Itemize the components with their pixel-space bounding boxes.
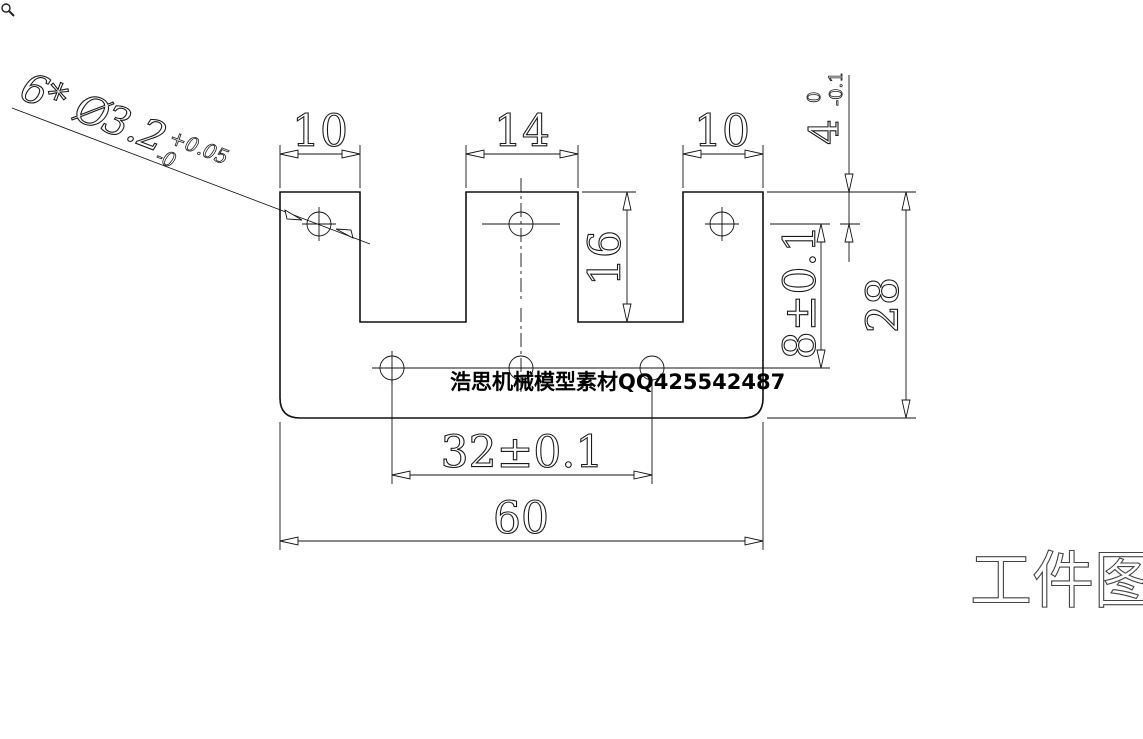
dim-hole-spacing: 32±0.1 — [391, 380, 653, 484]
dim-overall-width: 60 — [279, 422, 764, 550]
hole-top-left — [302, 207, 336, 241]
watermark-text: 浩思机械模型素材QQ425542487 — [450, 370, 785, 394]
dim-left-tab: 10 — [279, 105, 361, 188]
dim-center-tab-label: 14 — [494, 106, 550, 157]
callout-tol-upper: +0.05 — [166, 125, 232, 169]
callout-count: 6* — [14, 64, 73, 123]
dim-hole-spacing-label: 32±0.1 — [441, 427, 604, 478]
hole-group — [302, 178, 830, 392]
dim-top-offset: 4 0 -0.1 — [801, 71, 860, 262]
dim-top-offset-value: 4 — [802, 119, 848, 144]
dim-right-tab-label: 10 — [694, 106, 750, 157]
hole-top-center — [482, 178, 560, 300]
magnifier-icon[interactable] — [0, 2, 16, 18]
dim-slot-depth: 16 — [579, 191, 636, 323]
dim-overall-width-label: 60 — [493, 493, 549, 544]
part-outline — [279, 191, 764, 419]
dim-overall-height-label: 28 — [858, 277, 909, 333]
dim-slot-depth-label: 16 — [580, 230, 631, 286]
dim-top-offset-tol-lower: -0.1 — [826, 71, 847, 106]
drawing-title: 工件图 — [970, 544, 1143, 617]
dim-right-tab: 10 — [682, 105, 764, 188]
dim-hole-row-offset: 8±0.1 — [770, 223, 830, 369]
dim-overall-height: 28 — [767, 191, 916, 419]
hole-top-right — [705, 207, 739, 241]
dim-center-tab: 14 — [465, 105, 579, 188]
dim-hole-row-offset-label: 8±0.1 — [775, 225, 826, 360]
dim-left-tab-label: 10 — [292, 106, 348, 157]
dim-top-offset-tol-upper: 0 — [804, 92, 825, 103]
